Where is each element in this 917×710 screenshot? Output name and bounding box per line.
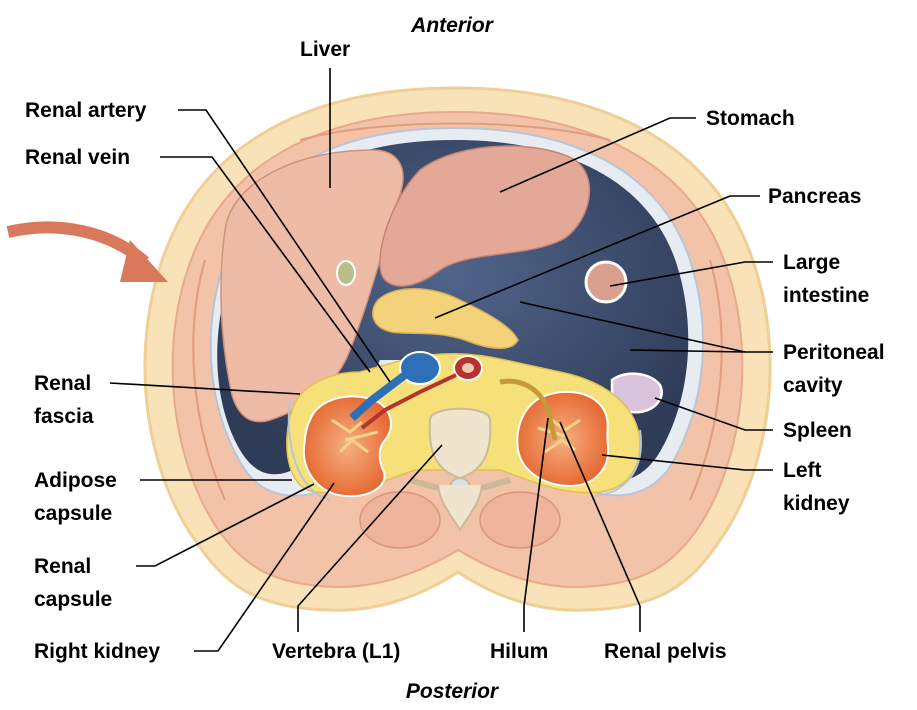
label-left-kidney-2: kidney — [783, 492, 850, 515]
renal-vein — [349, 371, 408, 421]
transverse-process-right — [409, 477, 439, 491]
right-kidney-pelvis — [331, 418, 379, 454]
label-renal-pelvis: Renal pelvis — [604, 640, 727, 663]
transverse-process-left — [481, 477, 511, 491]
leader-renal-vein — [160, 156, 371, 373]
label-right-kidney: Right kidney — [34, 640, 160, 663]
back-muscle-right — [359, 491, 441, 549]
muscle-stripe-right — [689, 259, 723, 501]
label-left-kidney-1: Left — [783, 459, 822, 482]
label-pancreas: Pancreas — [768, 185, 861, 208]
pancreas — [372, 288, 519, 349]
vertebra-l1 — [428, 407, 492, 480]
label-large-intestine-1: Large — [783, 251, 840, 274]
leader-renal-fascia — [109, 382, 301, 395]
leader-spleen — [654, 397, 773, 431]
gallbladder — [336, 260, 356, 286]
back-muscle-left — [479, 491, 561, 549]
large-intestine — [584, 260, 628, 304]
muscle-stripe-left — [192, 259, 226, 501]
anterior-label: Anterior — [410, 14, 495, 37]
label-hilum: Hilum — [490, 640, 548, 663]
inferior-vena-cava — [399, 351, 441, 385]
aorta-lumen — [462, 363, 474, 373]
label-renal-vein: Renal vein — [25, 146, 130, 169]
label-large-intestine-2: intestine — [783, 284, 869, 307]
curved-arrow-icon — [6, 221, 149, 267]
leader-right-kidney — [194, 482, 335, 652]
leader-left-kidney — [601, 454, 773, 471]
label-renal-capsule-2: capsule — [34, 588, 112, 611]
leader-renal-pelvis — [559, 421, 641, 632]
label-peritoneal-cavity-2: cavity — [783, 374, 843, 397]
leader-stomach — [499, 117, 696, 193]
label-renal-fascia-2: fascia — [34, 405, 94, 428]
label-renal-fascia-1: Renal — [34, 372, 91, 395]
muscle-stripe-top — [299, 122, 611, 141]
label-vertebra: Vertebra (L1) — [272, 640, 400, 663]
stomach — [379, 145, 591, 287]
leader-renal-artery — [178, 109, 391, 383]
label-liver: Liver — [300, 38, 350, 61]
label-adipose-capsule-1: Adipose — [34, 469, 117, 492]
label-adipose-capsule-2: capsule — [34, 502, 112, 525]
leader-vertebra — [297, 444, 443, 632]
renal-artery — [360, 373, 457, 430]
leader-large-intestine — [609, 261, 773, 287]
label-spleen: Spleen — [783, 419, 852, 442]
label-stomach: Stomach — [706, 107, 795, 130]
label-renal-capsule-1: Renal — [34, 555, 91, 578]
renal-fascia-right — [287, 399, 331, 501]
leader-pancreas — [434, 195, 760, 319]
left-ureter — [499, 378, 558, 441]
vertebral-arch — [437, 484, 483, 533]
label-renal-artery: Renal artery — [25, 99, 147, 122]
leader-hilum — [523, 417, 549, 632]
label-peritoneal-cavity-1: Peritoneal — [783, 341, 885, 364]
posterior-label: Posterior — [406, 680, 500, 703]
leader-peritoneal-b — [629, 349, 746, 353]
curved-arrow-head — [120, 240, 168, 282]
renal-fascia-left — [594, 429, 642, 497]
leader-renal-capsule — [136, 483, 315, 567]
